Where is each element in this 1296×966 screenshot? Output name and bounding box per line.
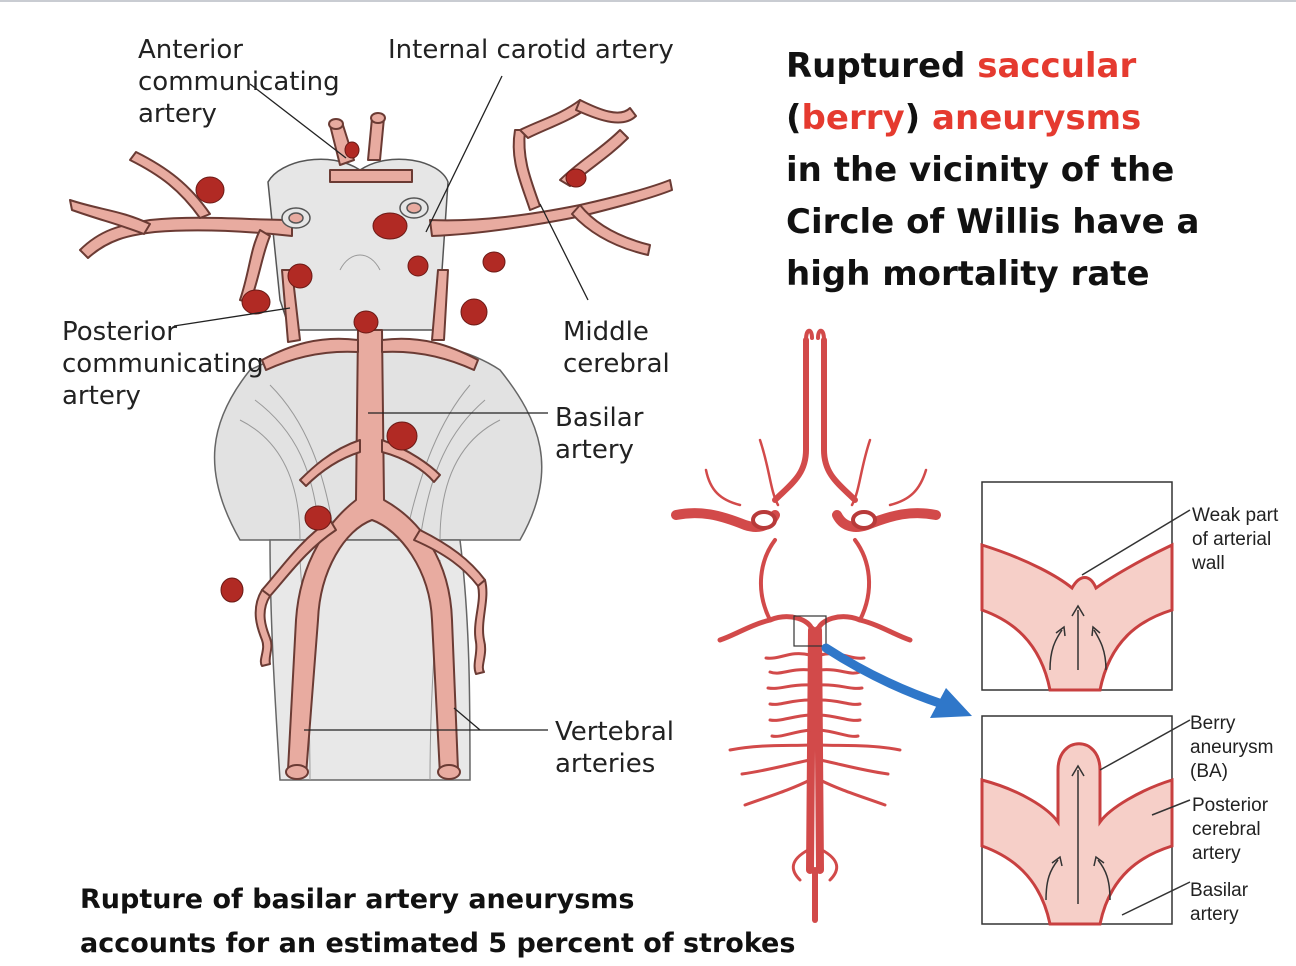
headline-line-3: in the vicinity of the [786,150,1175,190]
label-basilar-artery: Basilar artery [555,403,644,465]
label-anterior-communicating-artery: Anterior communicating artery [138,35,340,129]
label-internal-carotid-artery: Internal carotid artery [388,35,674,65]
inset-weak-wall [980,481,1191,692]
zoom-arrow [821,643,972,718]
basilar-tip-highlight-box [793,615,827,647]
caption: Rupture of basilar artery aneurysms acco… [80,878,795,966]
label-posterior-cerebral-artery: Posterior cerebral artery [1192,795,1269,864]
label-posterior-communicating-artery: Posterior communicating artery [62,317,264,411]
headline-line-2: (berry) aneurysms [786,98,1142,138]
label-vertebral-arteries: Vertebral arteries [555,717,674,779]
headline-line-5: high mortality rate [786,254,1150,294]
label-middle-cerebral: Middle cerebral [563,317,670,379]
slide-top-border [0,0,1296,2]
caption-line-1: Rupture of basilar artery aneurysms [80,884,635,915]
saccular-aneurysms [195,141,587,603]
label-berry-aneurysm: Berry aneurysm (BA) [1190,713,1274,782]
label-inset-basilar-artery: Basilar artery [1190,880,1249,925]
inset-berry-aneurysm [980,715,1191,926]
internal-carotid-stumps [281,197,429,229]
vessel-tree [671,328,941,923]
headline: Ruptured saccular (berry) aneurysms in t… [786,40,1199,300]
carotid-curls [751,510,877,530]
headline-line-4: Circle of Willis have a [786,202,1200,242]
leader-lines [173,75,589,731]
caption-line-2: accounts for an estimated 5 percent of s… [80,928,796,959]
headline-line-1: Ruptured saccular [786,46,1137,86]
label-weak-part-of-arterial-wall: Weak part of arterial wall [1192,505,1279,574]
